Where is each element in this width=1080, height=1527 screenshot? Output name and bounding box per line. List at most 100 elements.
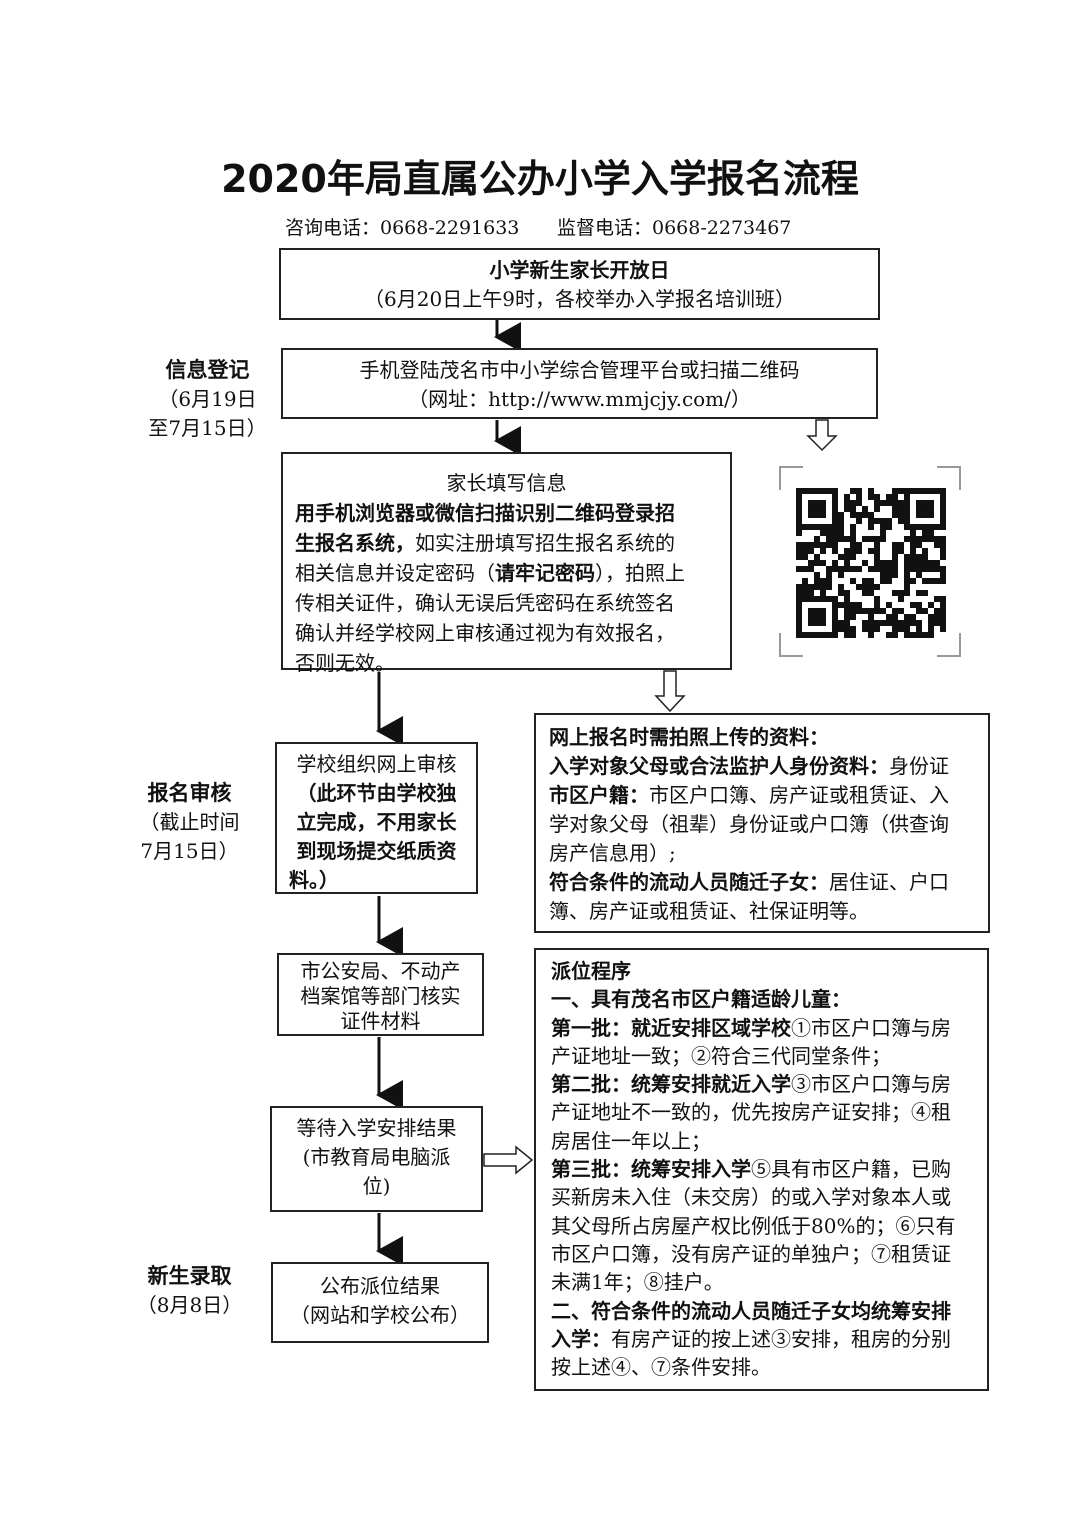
qr-module	[928, 506, 934, 512]
qr-module	[832, 560, 838, 566]
qr-module	[856, 548, 862, 554]
qr-module	[934, 560, 940, 566]
qr-module	[880, 572, 886, 578]
step-platform-login: 手机登陆茂名市中小学综合管理平台或扫描二维码 （网址：http://www.mm…	[281, 348, 878, 419]
qr-module	[868, 494, 874, 500]
qr-module	[856, 500, 862, 506]
qr-module	[814, 578, 820, 584]
qr-module	[796, 584, 802, 590]
qr-module	[940, 536, 946, 542]
qr-module	[796, 602, 802, 608]
qr-module	[844, 596, 850, 602]
qr-module	[874, 536, 880, 542]
qr-module	[820, 560, 826, 566]
qr-module	[868, 614, 874, 620]
qr-module	[922, 554, 928, 560]
qr-module	[832, 608, 838, 614]
qr-module	[898, 548, 904, 554]
qr-module	[814, 560, 820, 566]
qr-module	[796, 632, 802, 638]
batch-text: 其父母所占房屋产权比例低于80%的；⑥只有	[551, 1213, 956, 1238]
qr-module	[796, 542, 802, 548]
qr-module	[928, 512, 934, 518]
qr-module	[868, 512, 874, 518]
qr-module	[916, 572, 922, 578]
qr-module	[862, 578, 868, 584]
qr-module	[910, 632, 916, 638]
step-text: 否则无效。	[295, 651, 395, 675]
qr-module	[796, 626, 802, 632]
qr-module	[808, 566, 814, 572]
qr-module	[868, 488, 874, 494]
qr-module	[814, 632, 820, 638]
qr-module	[940, 524, 946, 530]
label-date: （8月8日）	[136, 1293, 243, 1317]
qr-module	[850, 602, 856, 608]
qr-module	[850, 542, 856, 548]
qr-module	[844, 548, 850, 554]
qr-module	[928, 602, 934, 608]
qr-module	[916, 626, 922, 632]
qr-module	[892, 566, 898, 572]
qr-module	[796, 620, 802, 626]
qr-module	[928, 566, 934, 572]
qr-module	[874, 584, 880, 590]
qr-module	[904, 518, 910, 524]
qr-module	[940, 572, 946, 578]
qr-module	[856, 542, 862, 548]
qr-module	[856, 608, 862, 614]
qr-module	[940, 500, 946, 506]
qr-module	[820, 608, 826, 614]
qr-module	[844, 602, 850, 608]
website-link[interactable]: （网址：http://www.mmjcjy.com/）	[408, 387, 751, 411]
qr-module	[802, 578, 808, 584]
step-text: 手机登陆茂名市中小学综合管理平台或扫描二维码	[359, 358, 800, 382]
qr-module	[922, 512, 928, 518]
qr-module	[898, 500, 904, 506]
materials-heading: 符合条件的流动人员随迁子女：	[549, 870, 829, 894]
qr-module	[868, 620, 874, 626]
qr-module	[796, 500, 802, 506]
qr-module	[916, 500, 922, 506]
qr-module	[826, 632, 832, 638]
qr-module	[898, 620, 904, 626]
qr-module	[856, 512, 862, 518]
qr-module	[820, 590, 826, 596]
materials-text: 市区户口簿、房产证或租赁证、入	[649, 783, 949, 807]
qr-module	[832, 524, 838, 530]
step-title: 家长填写信息	[446, 471, 567, 495]
qr-module	[850, 524, 856, 530]
qr-module	[874, 602, 880, 608]
qr-module	[838, 584, 844, 590]
step-publish-results: 公布派位结果 （网站和学校公布）	[271, 1262, 489, 1343]
qr-module	[892, 542, 898, 548]
qr-module	[904, 614, 910, 620]
materials-heading: 入学对象父母或合法监护人身份资料：	[549, 754, 889, 778]
qr-module	[826, 566, 832, 572]
qr-module	[904, 632, 910, 638]
qr-module	[886, 614, 892, 620]
qr-module	[844, 494, 850, 500]
qr-module	[796, 506, 802, 512]
qr-module	[844, 536, 850, 542]
qr-module	[940, 602, 946, 608]
step-text: 相关信息并设定密码（	[295, 561, 495, 585]
qr-module	[916, 602, 922, 608]
qr-module	[838, 536, 844, 542]
qr-module	[814, 614, 820, 620]
qr-module	[820, 506, 826, 512]
qr-module	[904, 494, 910, 500]
qr-module	[832, 596, 838, 602]
qr-module	[922, 488, 928, 494]
qr-module	[934, 542, 940, 548]
qr-module	[808, 620, 814, 626]
batch-text: ③市区户口簿与房	[791, 1072, 951, 1097]
qr-module	[850, 536, 856, 542]
hollow-arrow-down	[654, 670, 686, 713]
qr-module	[796, 614, 802, 620]
qr-module	[928, 536, 934, 542]
qr-module	[832, 506, 838, 512]
hollow-arrow-down	[806, 419, 838, 452]
qr-module	[880, 566, 886, 572]
